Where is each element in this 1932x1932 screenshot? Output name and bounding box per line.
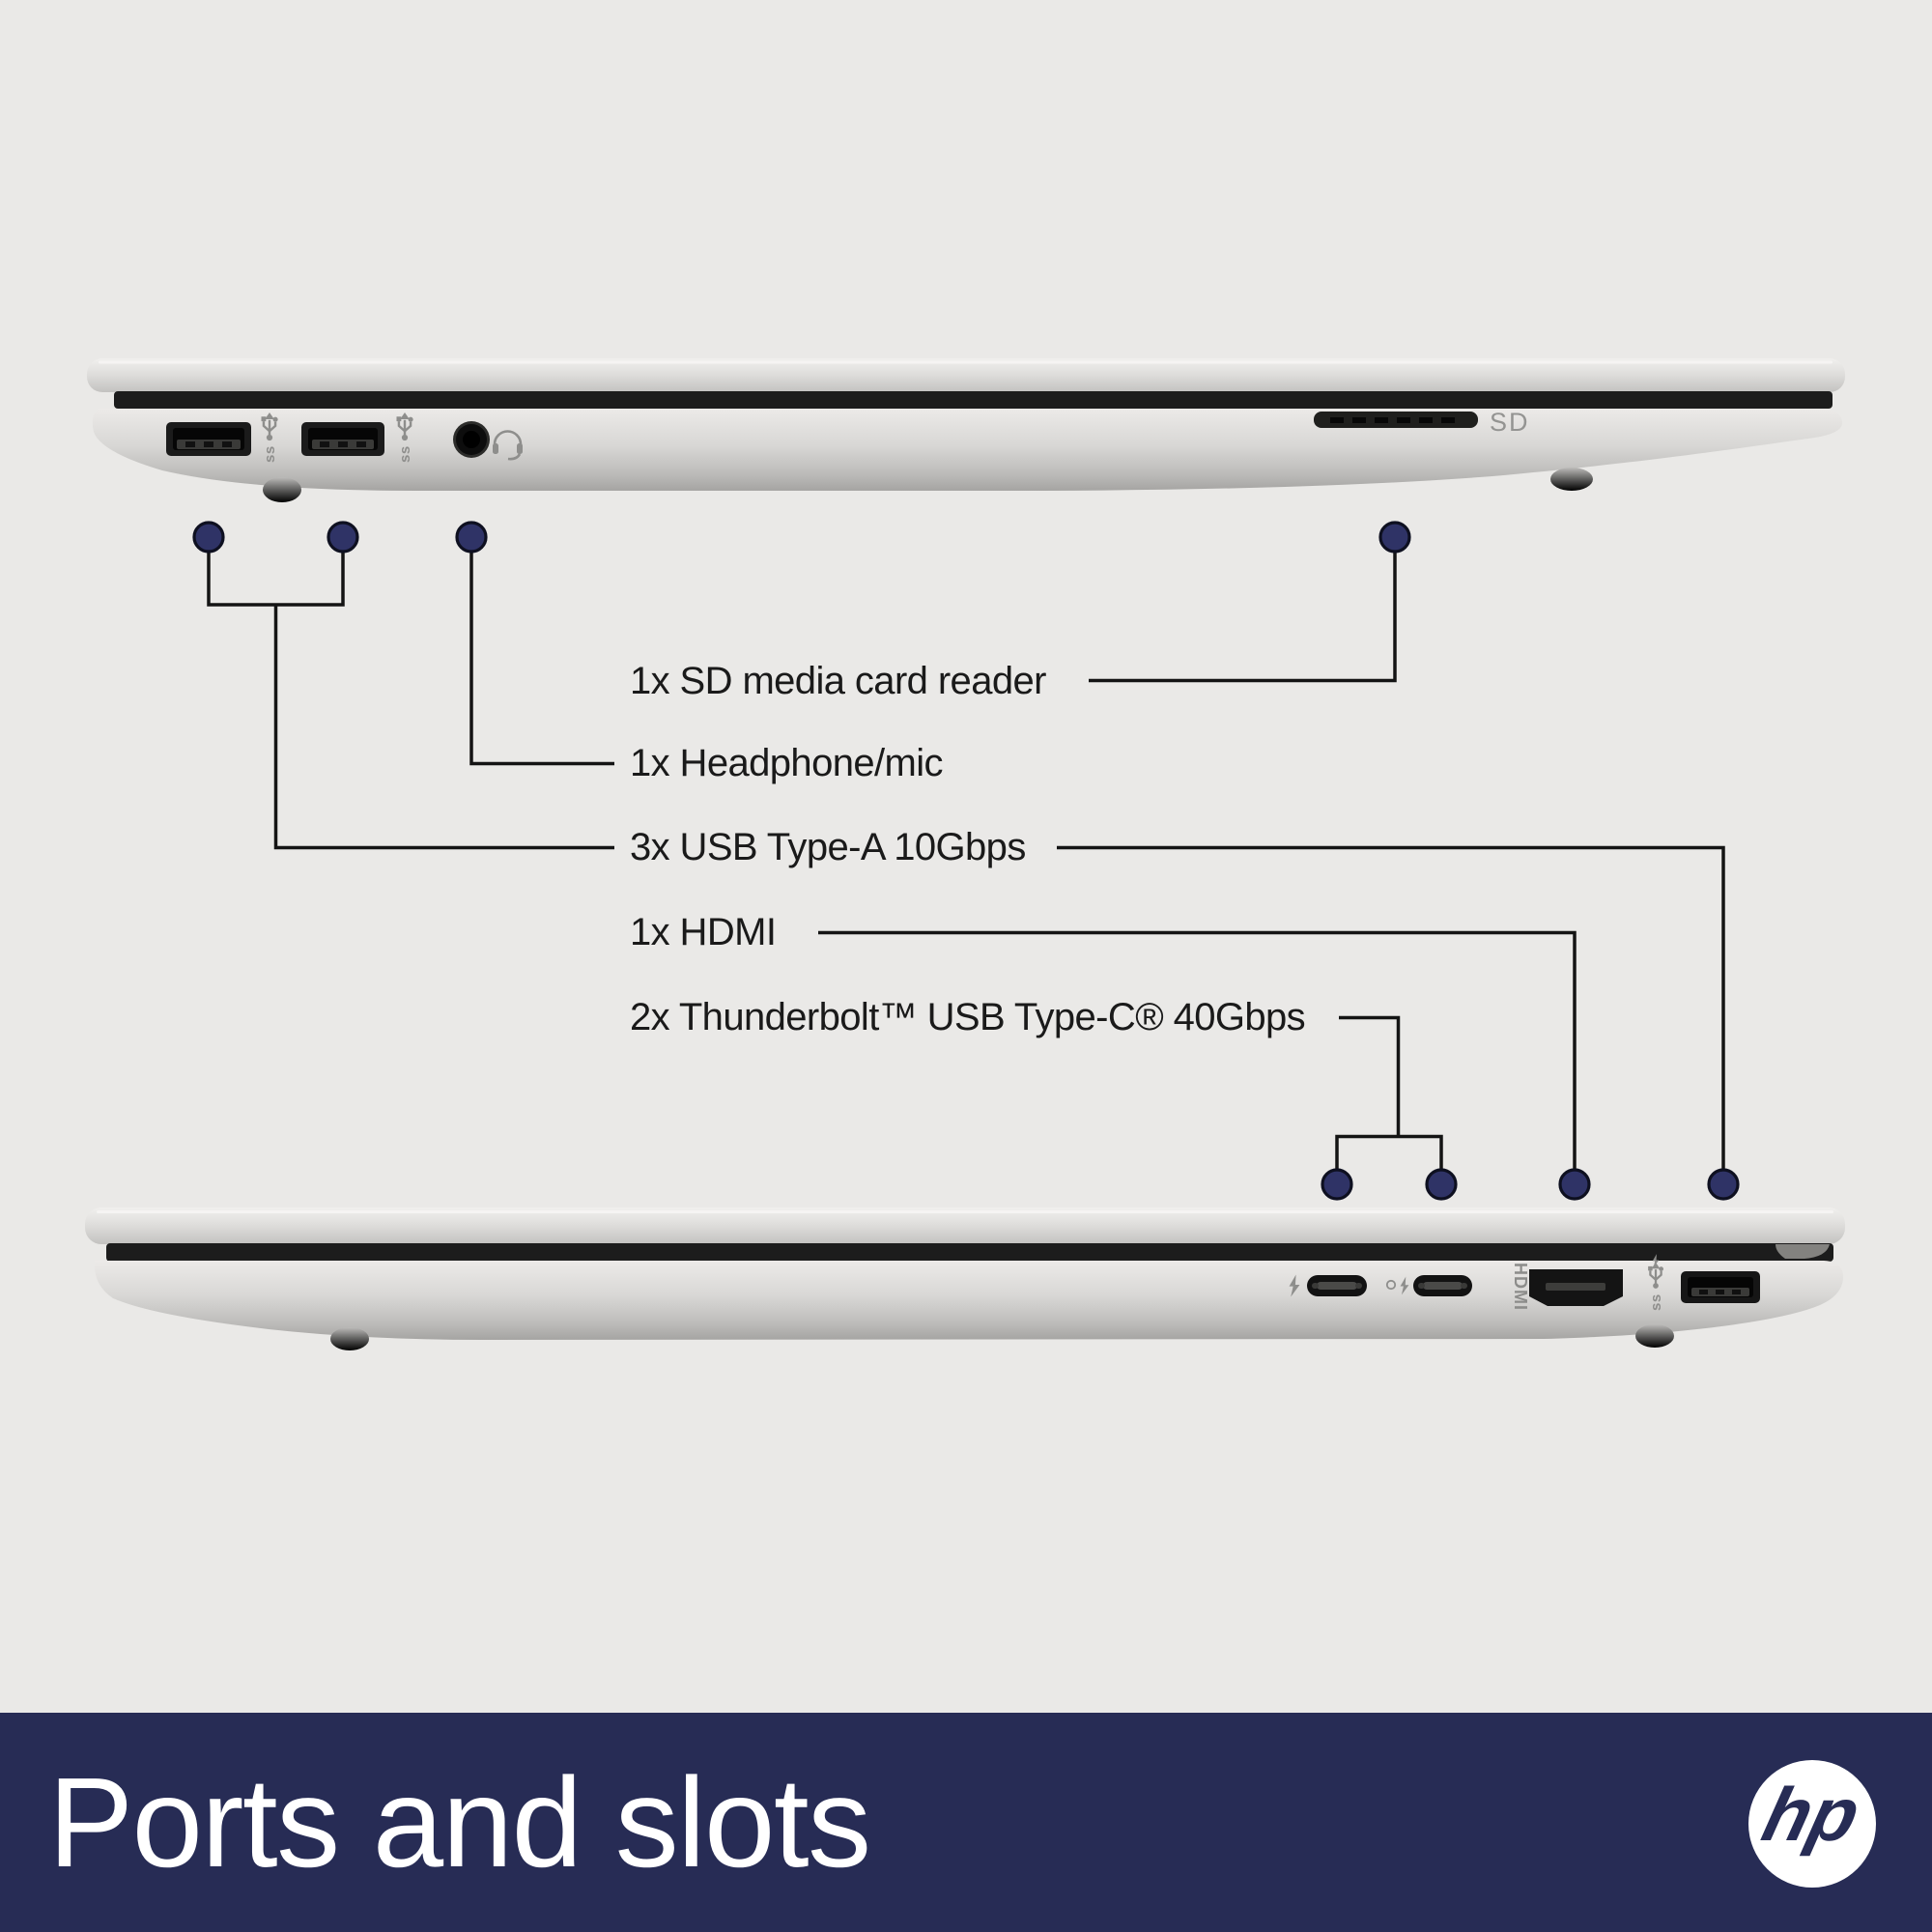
usb-ss-icon-2: ss <box>395 411 414 463</box>
usb-c-port-1 <box>1307 1275 1367 1296</box>
top-laptop-lid-highlight <box>99 360 1833 364</box>
usb-ss-charging-icon: ss <box>1647 1254 1665 1311</box>
bottom-laptop-lid-highlight <box>97 1210 1833 1213</box>
hdmi-port <box>1529 1269 1623 1306</box>
dot-usb-a-1 <box>192 521 225 554</box>
dot-thunderbolt-2 <box>1425 1168 1458 1201</box>
dot-usb-a-2 <box>327 521 359 554</box>
dot-usb-a-3 <box>1707 1168 1740 1201</box>
callout-lines <box>207 551 1725 1171</box>
usb-a-port-2 <box>301 422 384 456</box>
headphone-jack <box>453 421 490 458</box>
top-laptop-base <box>92 409 1843 491</box>
line-hdmi-label-to-dot <box>818 930 1577 1171</box>
callout-label-headphone-mic: 1x Headphone/mic <box>630 742 944 784</box>
usb-a-port-1 <box>166 422 251 456</box>
bottom-laptop-rubber-foot-left <box>330 1327 369 1350</box>
top-laptop-rubber-foot-left <box>263 477 301 502</box>
dot-sd-reader <box>1378 521 1411 554</box>
headset-icon <box>493 430 523 461</box>
callout-label-sd-media-card-reader: 1x SD media card reader <box>630 660 1046 702</box>
bottom-laptop-rubber-foot-right <box>1635 1324 1674 1348</box>
line-usb-label-to-bottom-dot <box>1057 845 1725 1171</box>
top-laptop-left-side-view: ss ss <box>87 358 1845 502</box>
bottom-laptop-hinge-gap <box>106 1243 1833 1262</box>
dot-hdmi <box>1558 1168 1591 1201</box>
hp-logo-text: hp <box>1754 1771 1869 1857</box>
svg-text:ss: ss <box>1648 1293 1664 1311</box>
usb-a-port-3 <box>1681 1271 1760 1303</box>
footer-banner: Ports and slots hp <box>0 1713 1932 1932</box>
callout-label-thunderbolt-usb-c: 2x Thunderbolt™ USB Type-C® 40Gbps <box>630 996 1306 1038</box>
top-laptop-rubber-foot-right <box>1550 468 1593 491</box>
callout-label-hdmi: 1x HDMI <box>630 911 777 953</box>
dot-thunderbolt-1 <box>1321 1168 1353 1201</box>
bottom-laptop-lid <box>85 1208 1845 1244</box>
line-to-usb-label <box>273 605 614 850</box>
top-laptop-hinge-gap <box>114 391 1833 409</box>
bottom-laptop-right-side-view: HDMI ss <box>85 1208 1845 1350</box>
bottom-laptop-hinge <box>1776 1244 1830 1259</box>
line-to-sd-dot <box>1089 551 1397 683</box>
usb-ss-icon-1: ss <box>260 411 279 463</box>
page-title: Ports and slots <box>48 1751 871 1893</box>
sd-slot-label: SD <box>1490 408 1530 437</box>
svg-text:ss: ss <box>262 445 278 463</box>
usb-c-port-2 <box>1413 1275 1472 1296</box>
top-laptop-lid <box>87 358 1845 392</box>
line-thunderbolt-label-stub <box>1339 1015 1401 1137</box>
line-thunderbolt-bracket <box>1335 1134 1443 1171</box>
line-to-headphone-label <box>469 551 614 766</box>
hdmi-port-label: HDMI <box>1511 1263 1530 1311</box>
callout-label-usb-type-a: 3x USB Type-A 10Gbps <box>630 826 1026 868</box>
line-usb-pair-bracket <box>207 551 345 607</box>
bottom-laptop-base <box>94 1261 1844 1340</box>
power-indicator-icon <box>1385 1279 1397 1291</box>
sd-card-slot <box>1314 412 1478 428</box>
callout-dots <box>192 521 1740 1201</box>
dot-headphone <box>455 521 488 554</box>
hp-logo: hp <box>1748 1760 1876 1888</box>
svg-text:ss: ss <box>397 445 413 463</box>
